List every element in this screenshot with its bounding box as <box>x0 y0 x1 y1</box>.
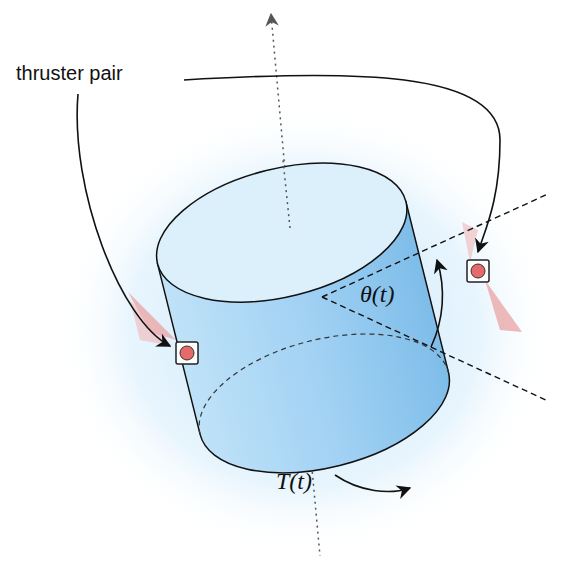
thruster <box>176 342 198 364</box>
spin-axis <box>283 160 290 228</box>
angle-label: θ(t) <box>360 281 394 308</box>
torque-label: T(t) <box>276 468 312 495</box>
reference-line <box>322 194 548 297</box>
leader-line <box>184 75 500 252</box>
thruster <box>467 260 489 282</box>
cylinder <box>142 140 464 497</box>
thrust-plume <box>130 300 172 346</box>
torque-arrow <box>335 475 410 492</box>
thrust-plume <box>485 280 522 332</box>
glow <box>55 105 555 555</box>
leader-line <box>77 94 170 346</box>
angle-arc <box>431 260 442 347</box>
thrust-plume <box>462 222 478 262</box>
callout-label: thruster pair <box>16 62 123 85</box>
reference-line <box>322 297 548 401</box>
